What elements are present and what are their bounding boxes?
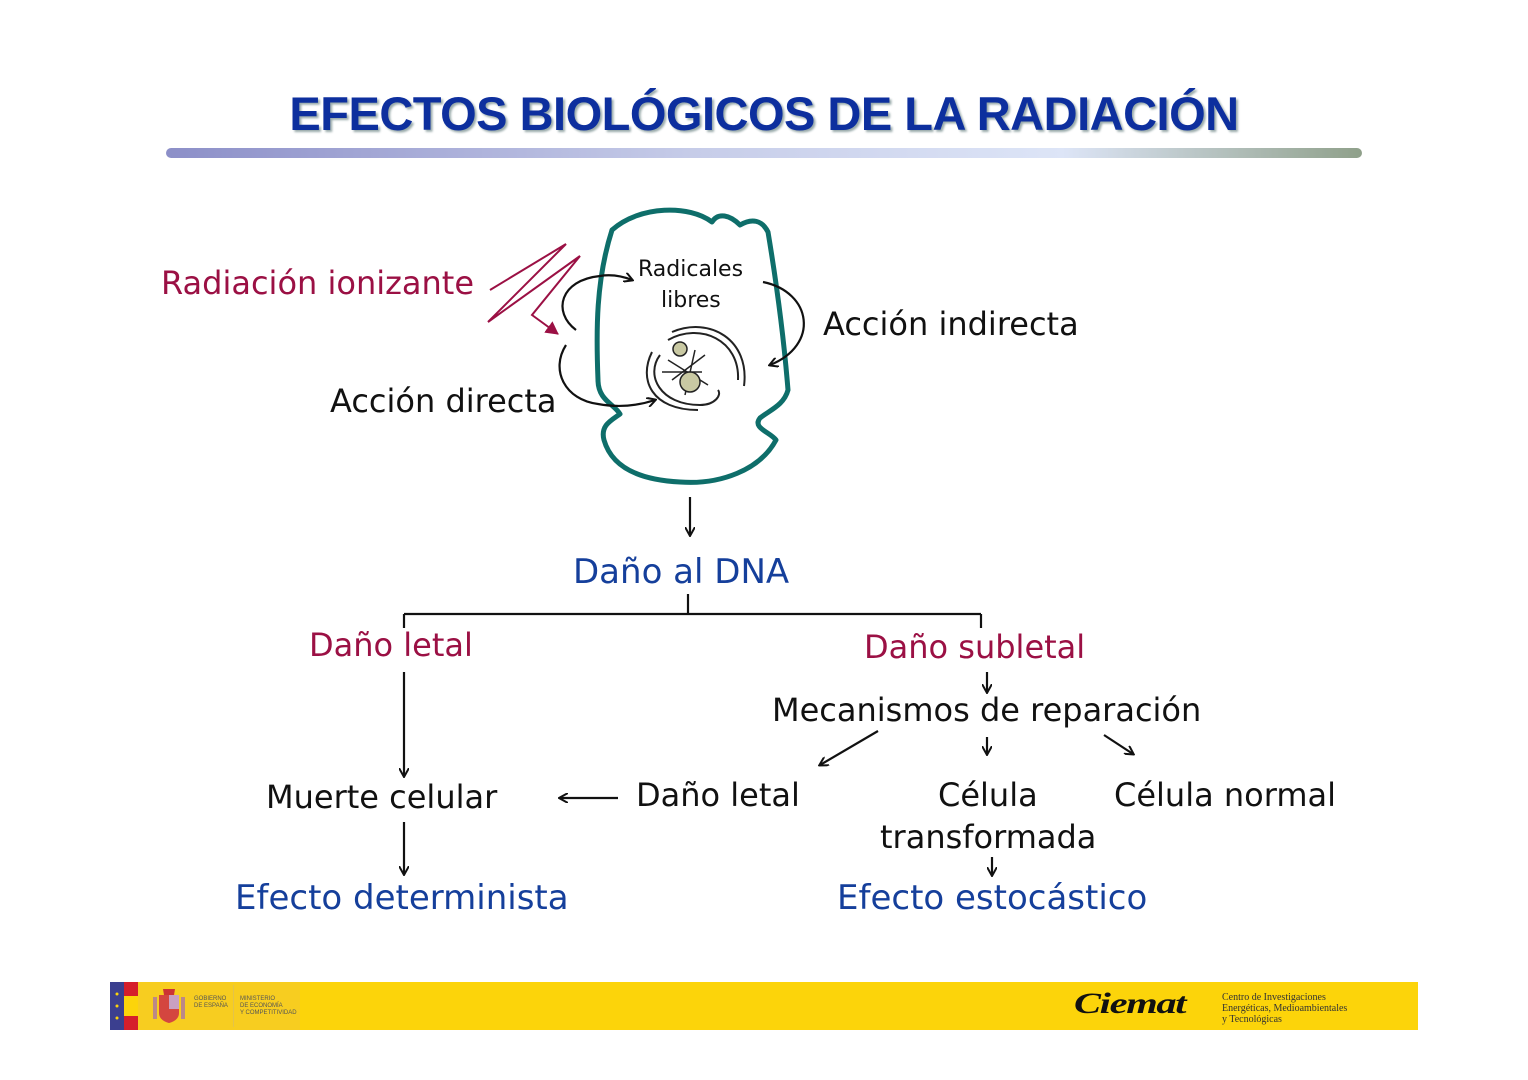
free-radicals-label-line1: Radicales — [638, 257, 744, 282]
ministry-divider — [233, 985, 234, 1027]
ministry-label-line3: Y COMPETITIVIDAD — [240, 1010, 297, 1016]
nucleus-icon — [645, 326, 746, 411]
gov-label-line1: GOBIERNO — [194, 996, 227, 1002]
spain-flag-icon — [110, 982, 138, 1030]
radiation-label: Radiación ionizante — [161, 264, 475, 302]
direct-action-label: Acción directa — [330, 382, 557, 420]
node-normal-cell: Célula normal — [1114, 776, 1336, 814]
node-lethal-damage-2: Daño letal — [636, 776, 800, 814]
gov-label-line2: DE ESPAÑA — [194, 1003, 228, 1009]
dna-icon — [662, 341, 709, 396]
arrow-indirect-action — [762, 280, 805, 365]
ciemat-description-line1: Centro de Investigaciones — [1222, 992, 1326, 1003]
arrow-repair-to-lethal — [820, 730, 879, 765]
arrow-direct-action — [558, 344, 655, 406]
node-cell-death: Muerte celular — [266, 778, 498, 816]
ministry-label-line1: MINISTERIO — [240, 996, 276, 1002]
cell-membrane-icon — [594, 207, 791, 485]
node-lethal-damage: Daño letal — [309, 626, 473, 664]
coat-of-arms-icon — [153, 989, 185, 1023]
node-transformed-cell-line1: Célula — [938, 776, 1038, 814]
radiation-zigzag-icon — [487, 243, 581, 335]
node-stochastic-effect: Efecto estocástico — [837, 878, 1148, 918]
node-sublethal-damage: Daño subletal — [864, 628, 1086, 666]
gov-label: GOBIERNO DE ESPAÑA — [194, 996, 228, 1010]
free-radicals-label-line2: libres — [661, 288, 721, 313]
slide-title: EFECTOS BIOLÓGICOS DE LA RADIACIÓN — [289, 87, 1239, 140]
arrow-repair-to-normal — [1103, 734, 1133, 754]
title-underline-bar — [166, 148, 1362, 158]
footer-banner: GOBIERNO DE ESPAÑA MINISTERIO DE ECONOMÍ… — [110, 982, 1418, 1030]
ciemat-description-line3: y Tecnológicas — [1222, 1014, 1282, 1025]
ministry-label-line2: DE ECONOMÍA — [240, 1003, 283, 1009]
ciemat-logo: Ciemat — [1074, 987, 1187, 1020]
indirect-action-label: Acción indirecta — [823, 305, 1079, 343]
ministry-label: MINISTERIO DE ECONOMÍA Y COMPETITIVIDAD — [240, 996, 297, 1017]
ciemat-description: Centro de Investigaciones Energéticas, M… — [1222, 992, 1347, 1025]
ciemat-description-line2: Energéticas, Medioambientales — [1222, 1003, 1348, 1014]
node-transformed-cell-line2: transformada — [880, 818, 1097, 856]
node-deterministic-effect: Efecto determinista — [235, 878, 569, 918]
arrow-to-free-radicals — [561, 275, 633, 331]
node-dna-damage: Daño al DNA — [573, 552, 790, 592]
node-repair-mechanisms: Mecanismos de reparación — [772, 691, 1202, 729]
